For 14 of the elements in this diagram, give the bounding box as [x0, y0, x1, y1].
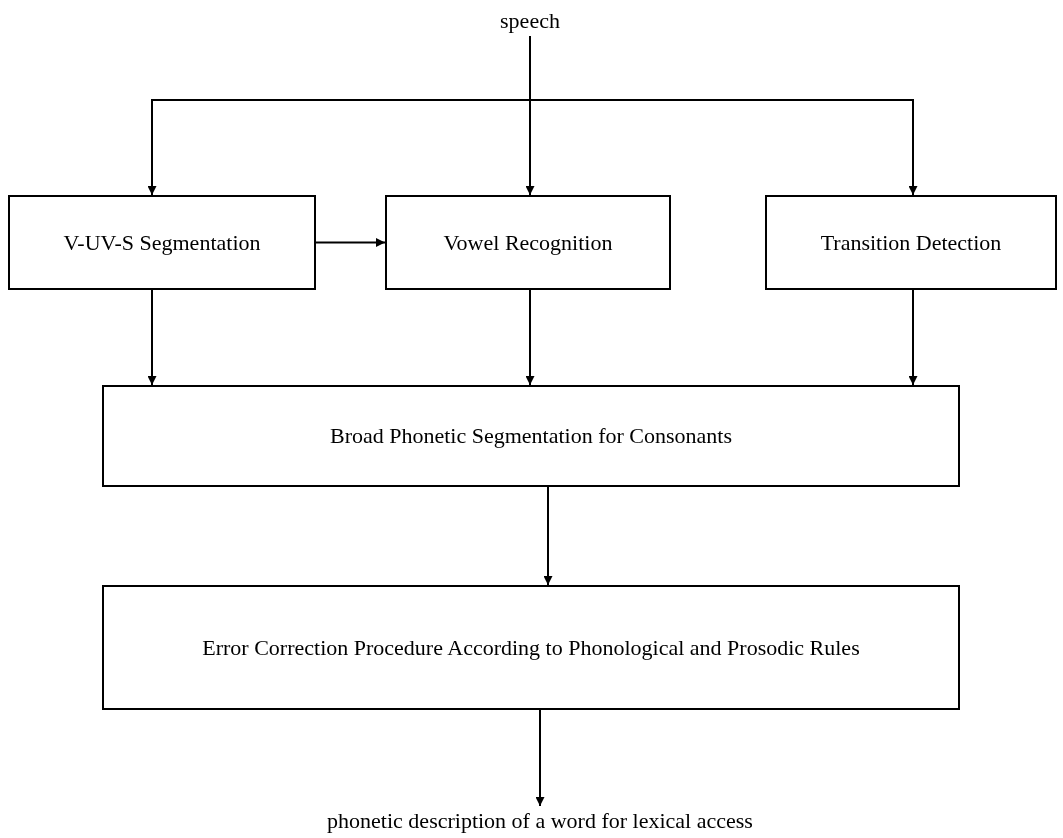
process-box: Broad Phonetic Segmentation for Consonants — [102, 385, 960, 487]
process-box: Transition Detection — [765, 195, 1057, 290]
arrow — [535, 709, 545, 807]
arrow — [147, 289, 157, 386]
arrow — [529, 35, 918, 196]
flow-label: speech — [470, 6, 590, 36]
arrow — [315, 238, 386, 247]
arrow — [525, 289, 535, 386]
arrow — [543, 486, 553, 586]
arrow — [908, 289, 918, 386]
process-box: Error Correction Procedure According to Phonological and Prosodic Rules — [102, 585, 960, 710]
process-box: V-UV-S Segmentation — [8, 195, 316, 290]
process-box: Vowel Recognition — [385, 195, 671, 290]
flow-label: phonetic description of a word for lexical access — [220, 806, 860, 836]
